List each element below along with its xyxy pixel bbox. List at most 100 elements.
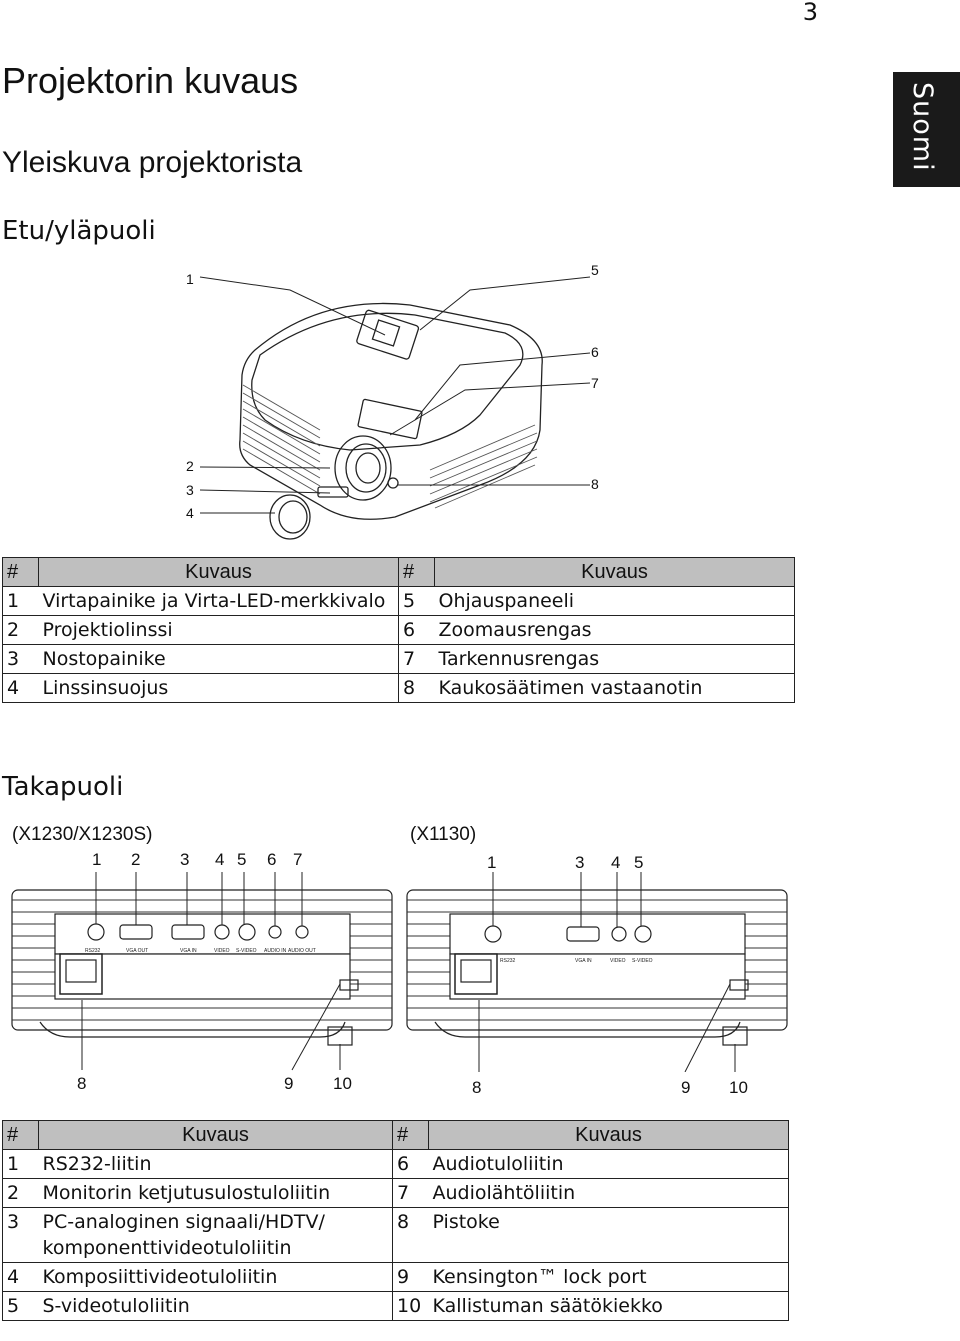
row-number: 6 bbox=[398, 615, 435, 645]
row-number: 2 bbox=[2, 1178, 39, 1208]
row-number: 4 bbox=[2, 1262, 39, 1292]
rear-left-number-1: 1 bbox=[92, 850, 102, 869]
row-number: 2 bbox=[2, 615, 39, 645]
rear-right-number-4: 4 bbox=[611, 853, 621, 872]
row-number: 3 bbox=[2, 644, 39, 674]
rear-right-number-10: 10 bbox=[729, 1078, 748, 1097]
header-number: # bbox=[392, 1120, 429, 1150]
page-title: Projektorin kuvaus bbox=[2, 60, 299, 101]
row-number: 5 bbox=[398, 586, 435, 616]
rear-parts-table: # Kuvaus # Kuvaus 1 RS232-liitin 6 Audio… bbox=[2, 1120, 789, 1321]
row-description: S-videotuloliitin bbox=[38, 1291, 393, 1321]
front-callout-4: 4 bbox=[186, 505, 194, 521]
row-description: RS232-liitin bbox=[38, 1149, 393, 1179]
table-row: 2 Monitorin ketjutusulostuloliitin 7 Aud… bbox=[2, 1178, 789, 1208]
projector-front-illustration bbox=[199, 276, 591, 540]
rear-right-number-1: 1 bbox=[487, 853, 497, 872]
back-heading: Takapuoli bbox=[2, 772, 124, 802]
front-parts-table: # Kuvaus # Kuvaus 1 Virtapainike ja Virt… bbox=[2, 557, 795, 703]
rear-left-number-9: 9 bbox=[284, 1074, 294, 1093]
row-description: Linssinsuojus bbox=[38, 673, 399, 703]
row-description: PC-analoginen signaali/HDTV/ komponentti… bbox=[38, 1207, 393, 1263]
rear-left-number-2: 2 bbox=[131, 850, 141, 869]
row-description: Nostopainike bbox=[38, 644, 399, 674]
rear-left-number-6: 6 bbox=[267, 850, 277, 869]
table-row: 3 PC-analoginen signaali/HDTV/ komponent… bbox=[2, 1207, 789, 1263]
front-callout-8: 8 bbox=[591, 476, 599, 492]
header-description: Kuvaus bbox=[38, 1120, 393, 1150]
row-number: 8 bbox=[392, 1207, 429, 1263]
table-row: 3 Nostopainike 7 Tarkennusrengas bbox=[2, 644, 795, 674]
row-description: Ohjauspaneeli bbox=[434, 586, 795, 616]
row-description: Monitorin ketjutusulostuloliitin bbox=[38, 1178, 393, 1208]
port-label: RS232 bbox=[500, 958, 516, 964]
row-description: Audiotuloliitin bbox=[428, 1149, 789, 1179]
table-row: 4 Linssinsuojus 8 Kaukosäätimen vastaano… bbox=[2, 673, 795, 703]
port-label: AUDIO IN bbox=[264, 948, 287, 954]
row-description: Pistoke bbox=[428, 1207, 789, 1263]
header-description: Kuvaus bbox=[38, 557, 399, 587]
section-subtitle: Yleiskuva projektorista bbox=[2, 146, 303, 179]
model-label-left: (X1230/X1230S) bbox=[12, 824, 153, 845]
table-row: 2 Projektiolinssi 6 Zoomausrengas bbox=[2, 615, 795, 645]
table-row: 4 Komposiittivideotuloliitin 9 Kensingto… bbox=[2, 1262, 789, 1292]
front-callout-3: 3 bbox=[186, 482, 194, 498]
row-number: 3 bbox=[2, 1207, 39, 1263]
port-label: VIDEO bbox=[214, 948, 230, 954]
row-number: 7 bbox=[398, 644, 435, 674]
port-label: VGA OUT bbox=[126, 948, 148, 954]
port-label: VGA IN bbox=[575, 958, 592, 964]
row-number: 5 bbox=[2, 1291, 39, 1321]
row-number: 6 bbox=[392, 1149, 429, 1179]
header-description: Kuvaus bbox=[434, 557, 795, 587]
table-row: 1 Virtapainike ja Virta-LED-merkkivalo 5… bbox=[2, 586, 795, 616]
header-number: # bbox=[2, 1120, 39, 1150]
rear-panel-illustration-right: RS232 VGA IN VIDEO S-VIDEO bbox=[406, 872, 788, 1072]
rear-panel-illustration-left: RS232 VGA OUT VGA IN VIDEO S-VIDEO AUDIO… bbox=[11, 872, 393, 1071]
rear-left-number-10: 10 bbox=[333, 1074, 352, 1093]
rear-right-number-8: 8 bbox=[472, 1078, 482, 1097]
model-label-right: (X1130) bbox=[410, 824, 477, 845]
front-callout-6: 6 bbox=[591, 344, 599, 360]
rear-right-number-5: 5 bbox=[634, 853, 644, 872]
row-number: 8 bbox=[398, 673, 435, 703]
row-number: 1 bbox=[2, 586, 39, 616]
port-label: S-VIDEO bbox=[632, 958, 653, 964]
port-label: AUDIO OUT bbox=[288, 948, 316, 954]
rear-right-number-3: 3 bbox=[575, 853, 585, 872]
row-number: 1 bbox=[2, 1149, 39, 1179]
row-description: Zoomausrengas bbox=[434, 615, 795, 645]
language-tab: Suomi bbox=[893, 72, 960, 187]
row-description: Audiolähtöliitin bbox=[428, 1178, 789, 1208]
table-row: 1 RS232-liitin 6 Audiotuloliitin bbox=[2, 1149, 789, 1179]
table-header-row: # Kuvaus # Kuvaus bbox=[2, 557, 795, 587]
row-number: 7 bbox=[392, 1178, 429, 1208]
port-label: VIDEO bbox=[610, 958, 626, 964]
rear-left-number-5: 5 bbox=[237, 850, 247, 869]
header-number: # bbox=[2, 557, 39, 587]
table-row: 5 S-videotuloliitin 10 Kallistuman säätö… bbox=[2, 1291, 789, 1321]
row-number: 10 bbox=[392, 1291, 429, 1321]
front-callout-2: 2 bbox=[186, 458, 194, 474]
row-description: Projektiolinssi bbox=[38, 615, 399, 645]
row-description: Virtapainike ja Virta-LED-merkkivalo bbox=[38, 586, 399, 616]
rear-left-number-8: 8 bbox=[77, 1074, 87, 1093]
rear-left-number-4: 4 bbox=[215, 850, 225, 869]
port-label: S-VIDEO bbox=[236, 948, 257, 954]
header-description: Kuvaus bbox=[428, 1120, 789, 1150]
row-description: Kensington™ lock port bbox=[428, 1262, 789, 1292]
row-description: Kallistuman säätökiekko bbox=[428, 1291, 789, 1321]
row-description: Komposiittivideotuloliitin bbox=[38, 1262, 393, 1292]
rear-left-number-7: 7 bbox=[293, 850, 303, 869]
front-callout-5: 5 bbox=[591, 262, 599, 278]
port-label: RS232 bbox=[85, 948, 101, 954]
rear-left-number-3: 3 bbox=[180, 850, 190, 869]
page-number: 3 bbox=[802, 0, 818, 26]
front-callout-1: 1 bbox=[186, 271, 194, 287]
port-label: VGA IN bbox=[180, 948, 197, 954]
row-description: Kaukosäätimen vastaanotin bbox=[434, 673, 795, 703]
rear-right-number-9: 9 bbox=[681, 1078, 691, 1097]
row-number: 4 bbox=[2, 673, 39, 703]
table-header-row: # Kuvaus # Kuvaus bbox=[2, 1120, 789, 1150]
language-tab-label: Suomi bbox=[907, 82, 938, 172]
